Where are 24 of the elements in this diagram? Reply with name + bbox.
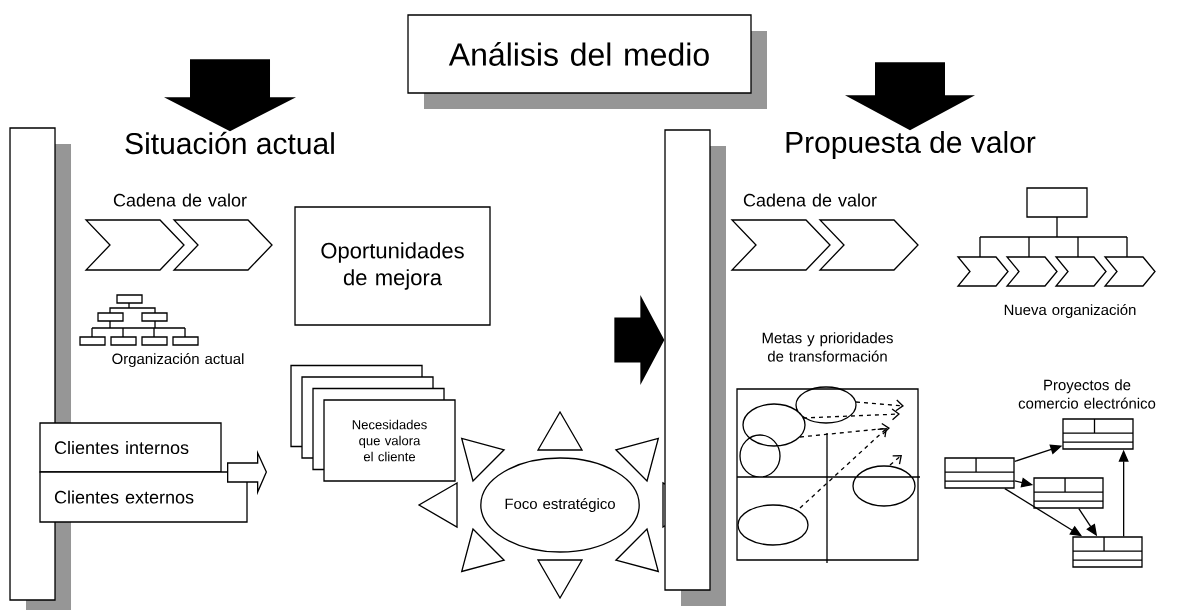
block-arrow (845, 62, 975, 131)
text-label: Organización actual (112, 352, 244, 368)
client-box: Clientes internos (39, 422, 222, 473)
block-arrow (164, 59, 296, 132)
client-box: Clientes externos (39, 471, 248, 523)
card-stack: Necesidades que valora el cliente (290, 364, 456, 482)
class-box (1072, 536, 1143, 568)
node-label: el cliente (363, 451, 416, 462)
matrix-box: Metas y prioridades de transformación (736, 332, 921, 564)
title-box: Análisis del medio (407, 14, 767, 109)
class-box (944, 457, 1015, 489)
text-box: Oportunidades de mejora (294, 206, 491, 326)
class-box (1033, 477, 1104, 509)
text-label: Cadena de valor (113, 193, 247, 207)
vertical-bar (664, 129, 726, 606)
class-box (1062, 418, 1134, 450)
section-heading: Propuesta de valor (786, 131, 1036, 159)
text-label: Proyectos de comercio electrónico (1018, 379, 1156, 409)
hollow-arrow (227, 450, 268, 496)
node-label: Metas y prioridades de transformación (762, 332, 893, 362)
block-arrow (614, 295, 665, 385)
text-label: Nueva organización (1004, 303, 1136, 319)
text-label: Cadena de valor (743, 193, 877, 207)
section-heading: Situación actual (125, 131, 334, 155)
